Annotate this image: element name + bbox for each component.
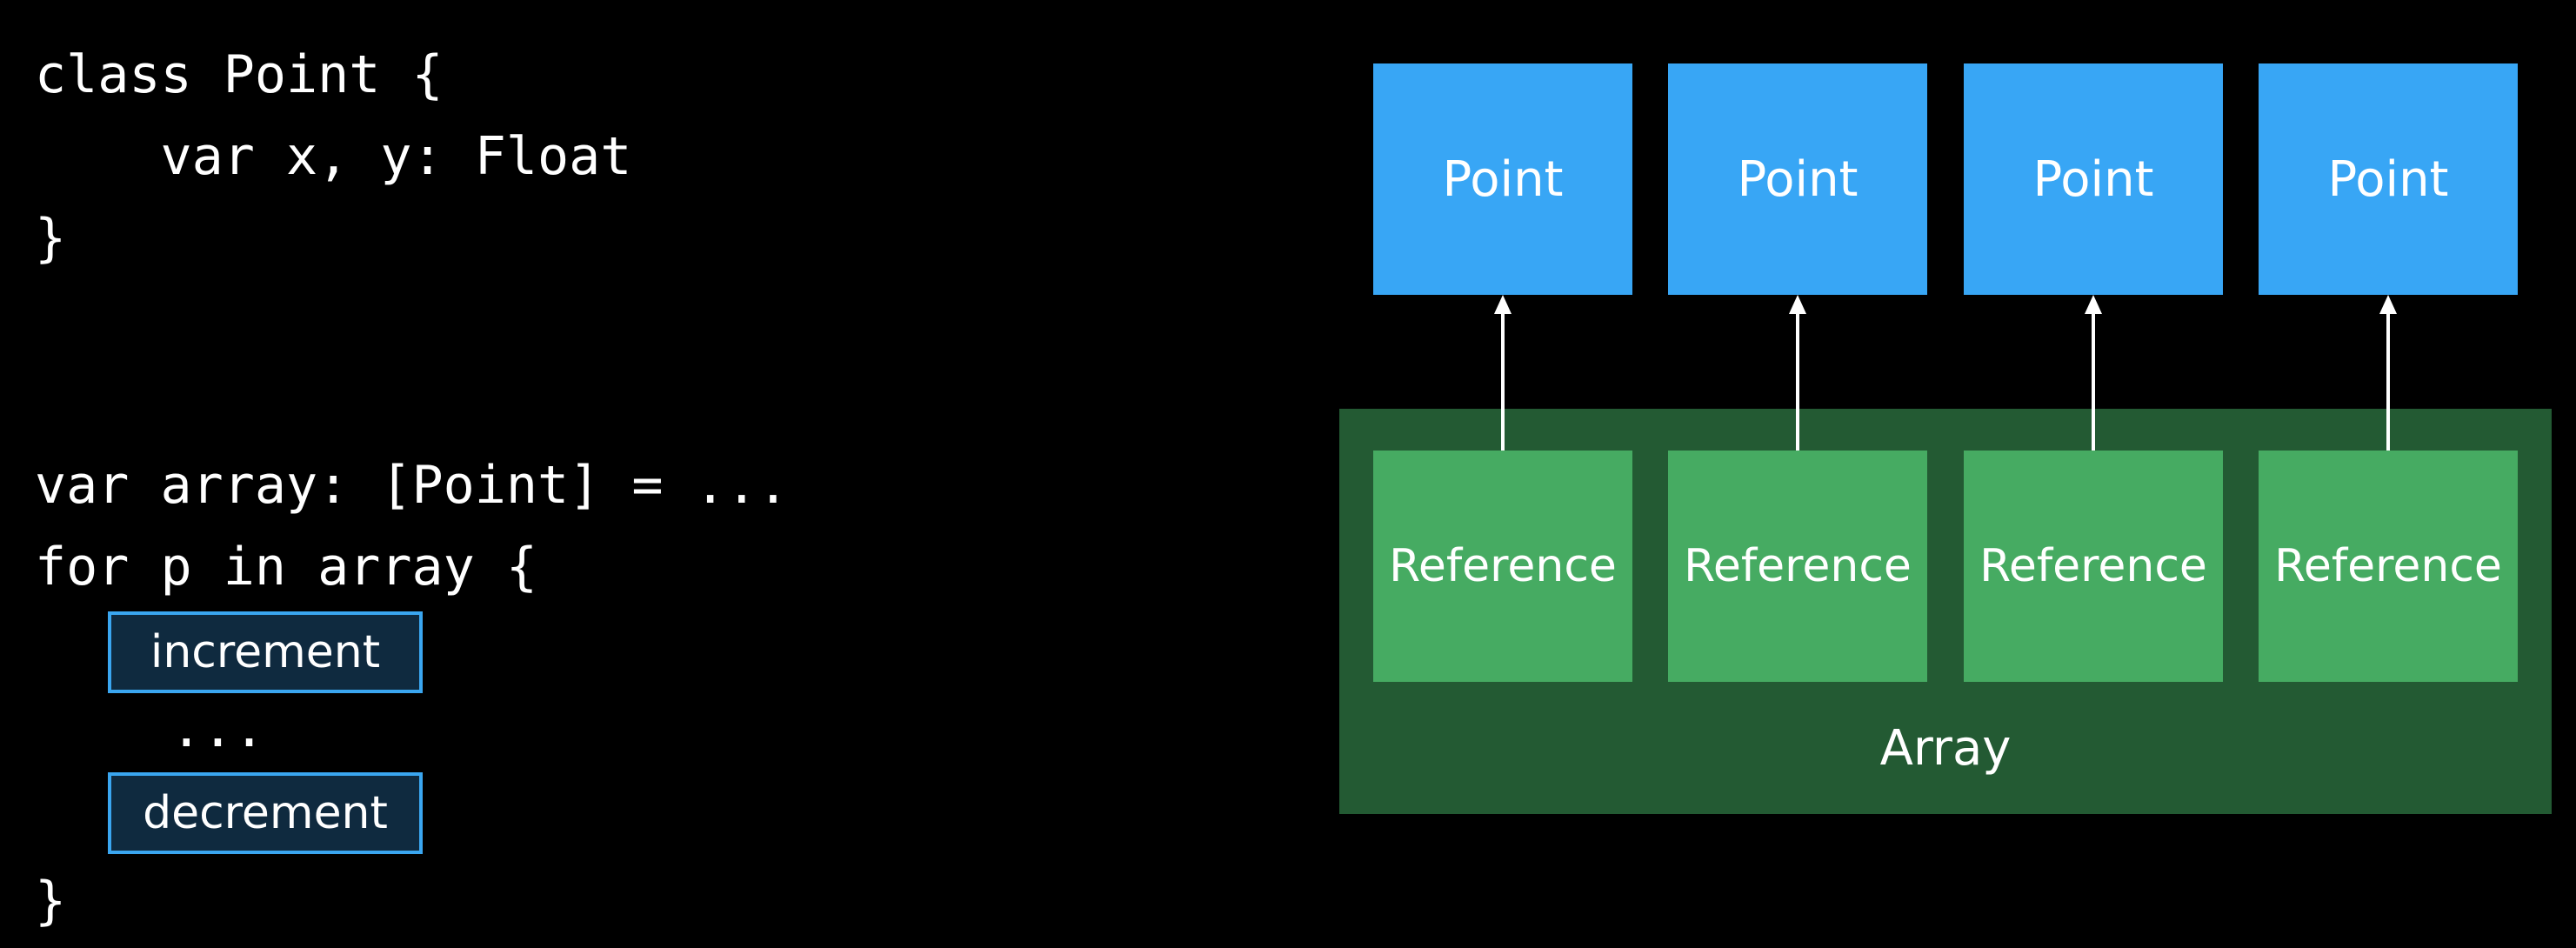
- point-box: Point: [1964, 63, 2223, 295]
- reference-box: Reference: [1373, 451, 1632, 682]
- point-box: Point: [2259, 63, 2518, 295]
- array-label: Array: [1879, 719, 2012, 777]
- reference-box: Reference: [1964, 451, 2223, 682]
- code-line-for-loop: for p in array {: [35, 537, 537, 598]
- decrement-box: decrement: [108, 772, 423, 854]
- point-box: Point: [1373, 63, 1632, 295]
- reference-box: Reference: [1668, 451, 1927, 682]
- increment-box: increment: [108, 611, 423, 693]
- code-line-ellipsis: ...: [108, 698, 265, 759]
- point-box: Point: [1668, 63, 1927, 295]
- code-line-var-decl: var x, y: Float: [35, 126, 632, 187]
- code-line-array-decl: var array: [Point] = ...: [35, 455, 789, 516]
- reference-box: Reference: [2259, 451, 2518, 682]
- code-line-class-close: }: [35, 208, 67, 269]
- code-line-class-decl: class Point {: [35, 44, 444, 105]
- code-line-loop-close: }: [35, 871, 67, 931]
